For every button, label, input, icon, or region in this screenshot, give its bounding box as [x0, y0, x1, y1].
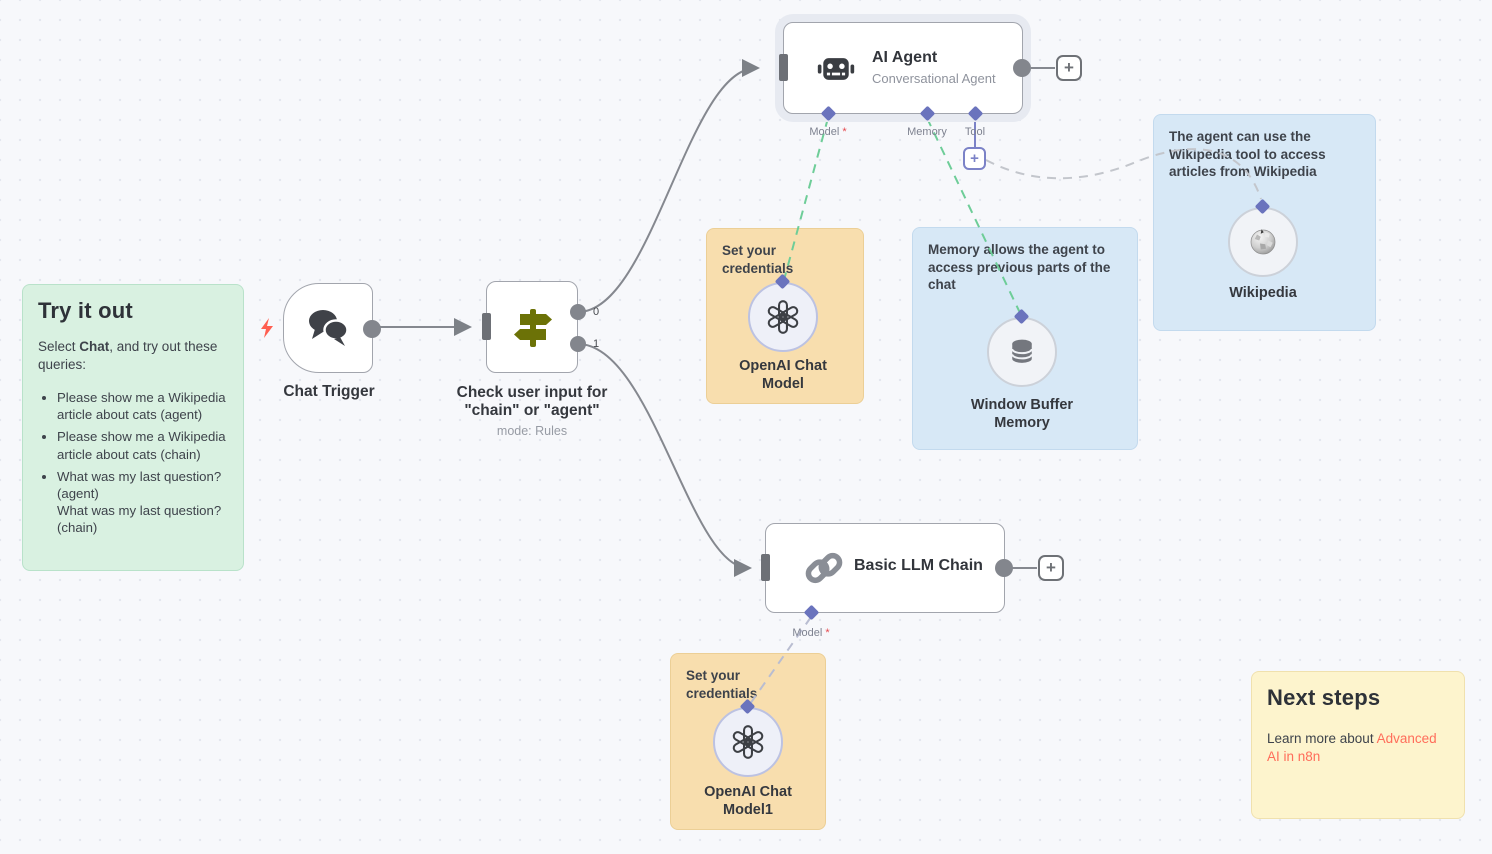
query-item: What was my last question? (agent) What … [57, 468, 228, 537]
output-label-0: 0 [593, 306, 600, 318]
input-port[interactable] [779, 54, 788, 81]
advanced-ai-link[interactable]: Advanced AI in n8n [1267, 731, 1437, 764]
openai-chat-model1-label: OpenAI Chat Model1 [704, 784, 792, 819]
required-asterisk: * [842, 126, 847, 138]
port-name: Model [809, 126, 840, 138]
note-text: Memory allows the agent to access previo… [928, 242, 1111, 293]
signpost-icon [514, 309, 552, 347]
node-chat-trigger[interactable] [283, 283, 381, 373]
sticky-note-next-steps[interactable]: Next steps Learn more about Advanced AI … [1251, 671, 1465, 819]
output-port-1[interactable] [570, 336, 586, 352]
add-tool-button[interactable]: + [963, 147, 986, 170]
query-list: Please show me a Wikipedia article about… [38, 389, 228, 536]
window-buffer-memory-label: Window Buffer Memory [970, 397, 1074, 432]
query-item: Please show me a Wikipedia article about… [57, 389, 228, 423]
note-text: The agent can use the Wikipedia tool to … [1169, 129, 1326, 180]
node-basic-llm-chain[interactable]: Basic LLM Chain [761, 523, 1013, 613]
node-openai-chat-model[interactable] [748, 282, 818, 352]
output-label-1: 1 [593, 338, 600, 350]
note-intro-bold: Chat [79, 339, 110, 354]
note-intro-suffix: , and try out these queries: [38, 339, 218, 372]
note-title: Next steps [1267, 685, 1381, 710]
note-text: Set your credentials [686, 668, 758, 701]
required-asterisk: * [825, 627, 830, 639]
openai-icon [732, 725, 764, 759]
wikipedia-globe-icon [1250, 229, 1276, 255]
node-name-line2: "chain" or "agent" [464, 402, 600, 420]
wikipedia-label: Wikipedia [1229, 285, 1297, 301]
note-text: Learn more about Advanced AI in n8n [1267, 730, 1449, 765]
input-port[interactable] [482, 313, 491, 340]
note-text-prefix: Learn more about [1267, 731, 1377, 746]
openai-icon [767, 300, 799, 334]
output-port-0[interactable] [570, 304, 586, 320]
output-port[interactable] [363, 320, 381, 338]
switch-label: Check user input for "chain" or "agent" … [412, 384, 652, 438]
node-name: Chat Trigger [283, 383, 375, 400]
note-title: Try it out [38, 298, 133, 323]
tool-port-label: Tool [964, 126, 986, 138]
output-port[interactable] [1013, 59, 1031, 77]
input-port[interactable] [761, 554, 770, 581]
add-node-button[interactable]: + [1038, 555, 1064, 581]
node-subtitle: mode: Rules [496, 423, 568, 438]
chat-bubbles-icon [309, 310, 349, 346]
query-item: Please show me a Wikipedia article about… [57, 428, 228, 462]
node-title: AI Agent [872, 49, 938, 66]
robot-icon [817, 58, 855, 80]
node-switch[interactable] [482, 281, 586, 373]
chat-trigger-label: Chat Trigger [249, 383, 409, 401]
node-window-buffer-memory[interactable] [987, 317, 1057, 387]
sticky-note-try-it-out[interactable]: Try it out Select Chat, and try out thes… [22, 284, 244, 571]
output-port[interactable] [995, 559, 1013, 577]
model-port-label: Model * [776, 627, 846, 639]
node-name-line1: Check user input for [456, 384, 608, 401]
chain-link-icon [805, 552, 843, 584]
note-intro-prefix: Select [38, 339, 80, 354]
lightning-bolt-icon [261, 318, 273, 338]
node-openai-chat-model1[interactable] [713, 707, 783, 777]
node-ai-agent[interactable]: AI Agent Conversational Agent [779, 22, 1031, 114]
note-text: Set your credentials [722, 243, 794, 276]
node-title: Basic LLM Chain [854, 557, 983, 574]
note-intro: Select Chat, and try out these queries: [38, 338, 228, 373]
model-port-label: Model * [793, 126, 863, 138]
port-name: Model [792, 627, 823, 639]
database-icon [1011, 339, 1033, 363]
node-subtitle: Conversational Agent [872, 71, 996, 86]
add-node-button[interactable]: + [1056, 55, 1082, 81]
openai-chat-model-label: OpenAI Chat Model [739, 358, 827, 393]
node-wikipedia[interactable] [1228, 207, 1298, 277]
